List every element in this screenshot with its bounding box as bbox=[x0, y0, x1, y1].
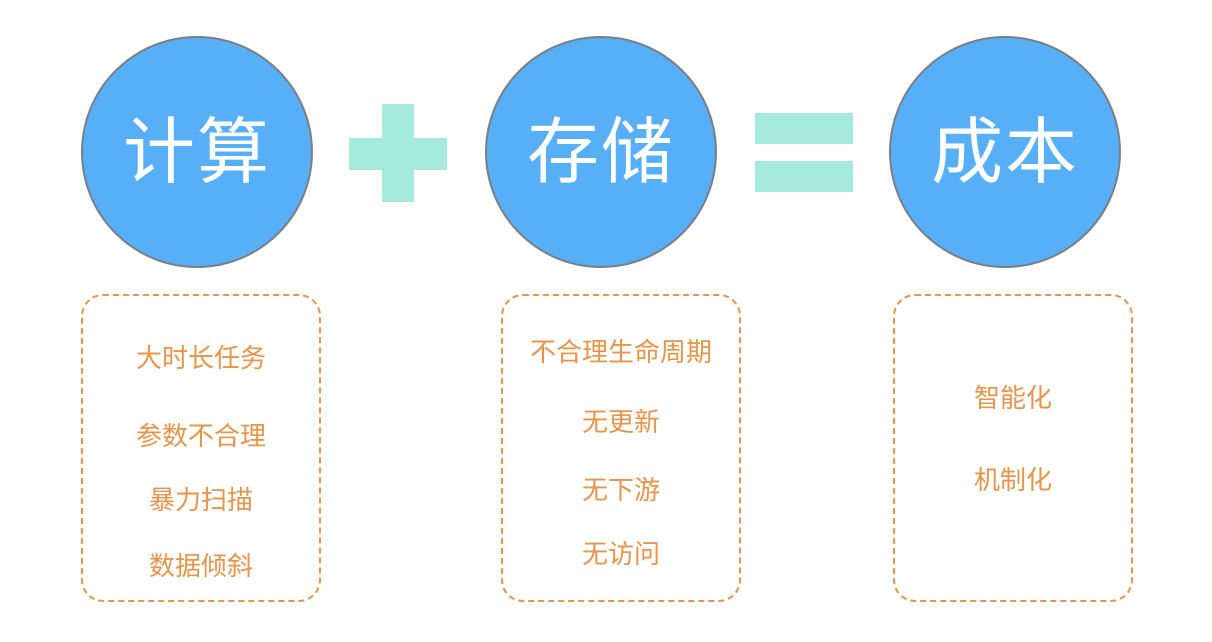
plus-vertical-bar bbox=[382, 104, 414, 202]
storage-factor-item: 无更新 bbox=[581, 408, 660, 438]
compute-circle: 计算 bbox=[81, 36, 313, 268]
equals-top-bar bbox=[755, 113, 853, 144]
cost-solution-item: 智能化 bbox=[973, 384, 1052, 414]
storage-factors-box: 不合理生命周期 无更新 无下游 无访问 bbox=[501, 294, 741, 602]
compute-factor-item: 数据倾斜 bbox=[148, 552, 253, 582]
storage-circle: 存储 bbox=[485, 36, 717, 268]
compute-circle-label: 计算 bbox=[122, 110, 271, 194]
equals-icon bbox=[755, 113, 853, 192]
cost-circle: 成本 bbox=[889, 36, 1121, 268]
storage-factor-item: 无访问 bbox=[581, 540, 660, 570]
compute-factors-box: 大时长任务 参数不合理 暴力扫描 数据倾斜 bbox=[81, 294, 321, 602]
compute-factor-item: 大时长任务 bbox=[135, 344, 266, 374]
compute-factor-item: 暴力扫描 bbox=[148, 486, 253, 516]
compute-factor-item: 参数不合理 bbox=[135, 422, 266, 452]
storage-circle-label: 存储 bbox=[526, 110, 675, 194]
cost-circle-label: 成本 bbox=[930, 110, 1079, 194]
equals-bottom-bar bbox=[755, 161, 853, 192]
plus-icon bbox=[349, 104, 447, 202]
cost-solution-item: 机制化 bbox=[973, 466, 1052, 496]
storage-factor-item: 无下游 bbox=[581, 476, 660, 506]
storage-factor-item: 不合理生命周期 bbox=[529, 338, 712, 368]
cost-solutions-box: 智能化 机制化 bbox=[893, 294, 1133, 602]
